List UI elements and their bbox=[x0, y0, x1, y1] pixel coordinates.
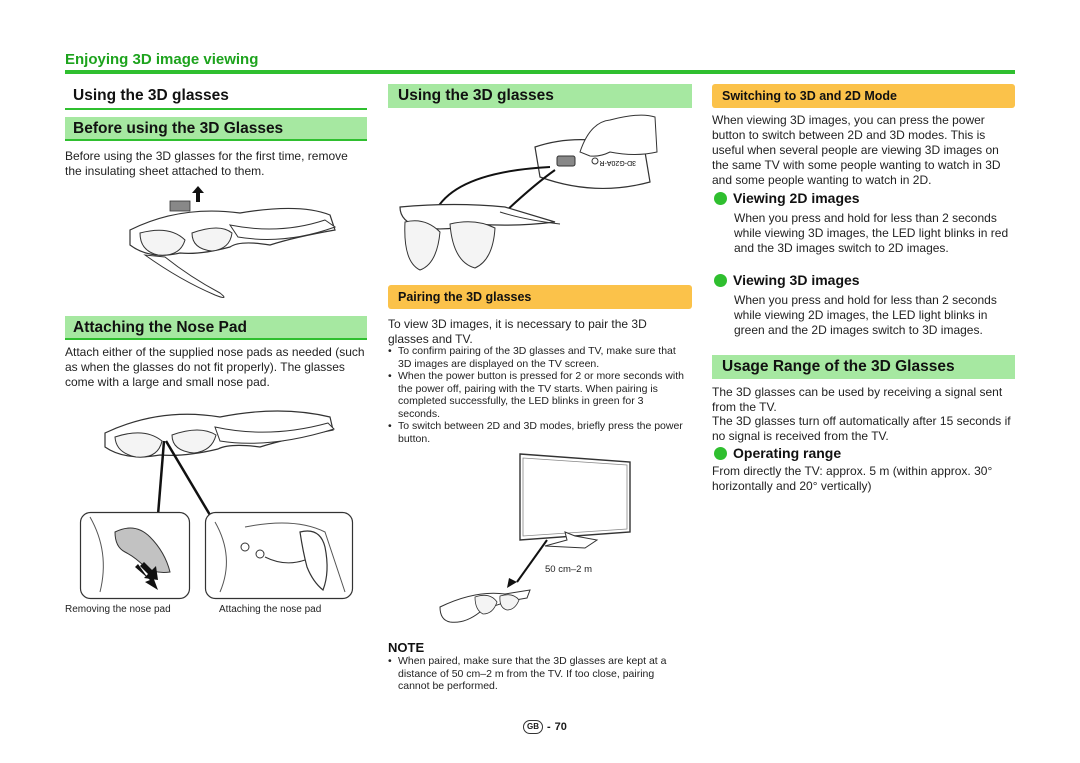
pairing-intro: To view 3D images, it is necessary to pa… bbox=[388, 317, 647, 346]
heading-nose-pad: Attaching the Nose Pad bbox=[65, 316, 367, 340]
tv-distance-illustration: 50 cm–2 m bbox=[439, 453, 631, 623]
glasses-model-label: 3D-G20A-R bbox=[599, 159, 636, 166]
note-bullet-list: When paired, make sure that the 3D glass… bbox=[388, 655, 688, 693]
nose-pad-text: Attach either of the supplied nose pads … bbox=[65, 345, 365, 389]
glasses-illustration-nose-pad bbox=[104, 410, 335, 516]
header-rule bbox=[65, 70, 1015, 74]
usage-text-1: The 3D glasses can be used by receiving … bbox=[712, 385, 1003, 414]
viewing-2d-heading: Viewing 2D images bbox=[714, 190, 860, 206]
col1-heading-rule bbox=[65, 108, 367, 110]
before-using-text: Before using the 3D glasses for the firs… bbox=[65, 149, 348, 178]
caption-removing: Removing the nose pad bbox=[65, 604, 171, 615]
switch-mode-heading: Switching to 3D and 2D Mode bbox=[712, 84, 1015, 108]
glasses-illustration-sheet bbox=[129, 200, 337, 299]
operating-range-heading-text: Operating range bbox=[733, 445, 842, 461]
viewing-2d-text: When you press and hold for less than 2 … bbox=[734, 211, 1009, 255]
pairing-heading: Pairing the 3D glasses bbox=[388, 285, 692, 309]
pairing-bullet: When the power button is pressed for 2 o… bbox=[388, 370, 688, 420]
caption-attaching: Attaching the nose pad bbox=[219, 604, 322, 615]
bullet-dot-icon bbox=[714, 273, 727, 287]
pairing-bullet: To switch between 2D and 3D modes, brief… bbox=[388, 420, 688, 445]
pairing-bullet: To confirm pairing of the 3D glasses and… bbox=[388, 345, 688, 370]
pairing-bullet-list: To confirm pairing of the 3D glasses and… bbox=[388, 345, 688, 445]
down-arrow-icon bbox=[140, 562, 158, 580]
operating-range-text: From directly the TV: approx. 5 m (withi… bbox=[712, 464, 993, 493]
region-badge: GB bbox=[523, 720, 543, 734]
note-heading: NOTE bbox=[388, 640, 425, 655]
viewing-3d-heading: Viewing 3D images bbox=[714, 272, 860, 288]
viewing-3d-heading-text: Viewing 3D images bbox=[733, 272, 860, 288]
switch-mode-text: When viewing 3D images, you can press th… bbox=[712, 113, 1001, 187]
note-bullet: When paired, make sure that the 3D glass… bbox=[388, 655, 688, 693]
usage-text-2: The 3D glasses turn off automatically af… bbox=[712, 414, 1011, 443]
nose-pad-attach-detail bbox=[204, 511, 354, 600]
distance-label: 50 cm–2 m bbox=[545, 564, 592, 575]
page-number-value: 70 bbox=[554, 721, 567, 733]
operating-range-heading: Operating range bbox=[714, 445, 841, 461]
col1-heading-using: Using the 3D glasses bbox=[73, 87, 229, 104]
section-title: Enjoying 3D image viewing bbox=[65, 51, 259, 68]
glasses-power-button-illustration: 3D-G20A-R bbox=[399, 114, 658, 271]
up-arrow-icon bbox=[192, 186, 204, 202]
viewing-2d-heading-text: Viewing 2D images bbox=[733, 190, 860, 206]
bullet-dot-icon bbox=[714, 446, 727, 460]
viewing-3d-text: When you press and hold for less than 2 … bbox=[734, 293, 997, 337]
nose-pad-remove-detail bbox=[79, 511, 191, 600]
col2-heading-using: Using the 3D glasses bbox=[388, 84, 692, 108]
page-number: GB - 70 bbox=[523, 720, 567, 734]
usage-range-heading: Usage Range of the 3D Glasses bbox=[712, 355, 1015, 379]
heading-before-using: Before using the 3D Glasses bbox=[65, 117, 367, 141]
bullet-dot-icon bbox=[714, 191, 727, 205]
